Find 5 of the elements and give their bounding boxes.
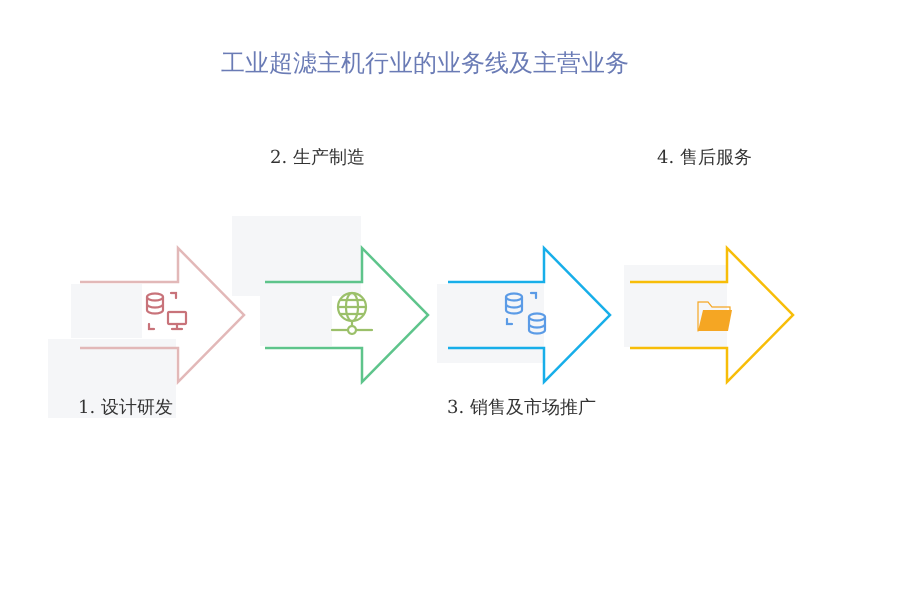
step-label: 4. 售后服务	[657, 147, 752, 169]
step-label: 2. 生产制造	[270, 147, 365, 169]
step-label: 1. 设计研发	[78, 397, 173, 419]
title: 工业超滤主机行业的业务线及主营业务	[220, 48, 630, 78]
step-label: 3. 销售及市场推广	[447, 397, 596, 419]
